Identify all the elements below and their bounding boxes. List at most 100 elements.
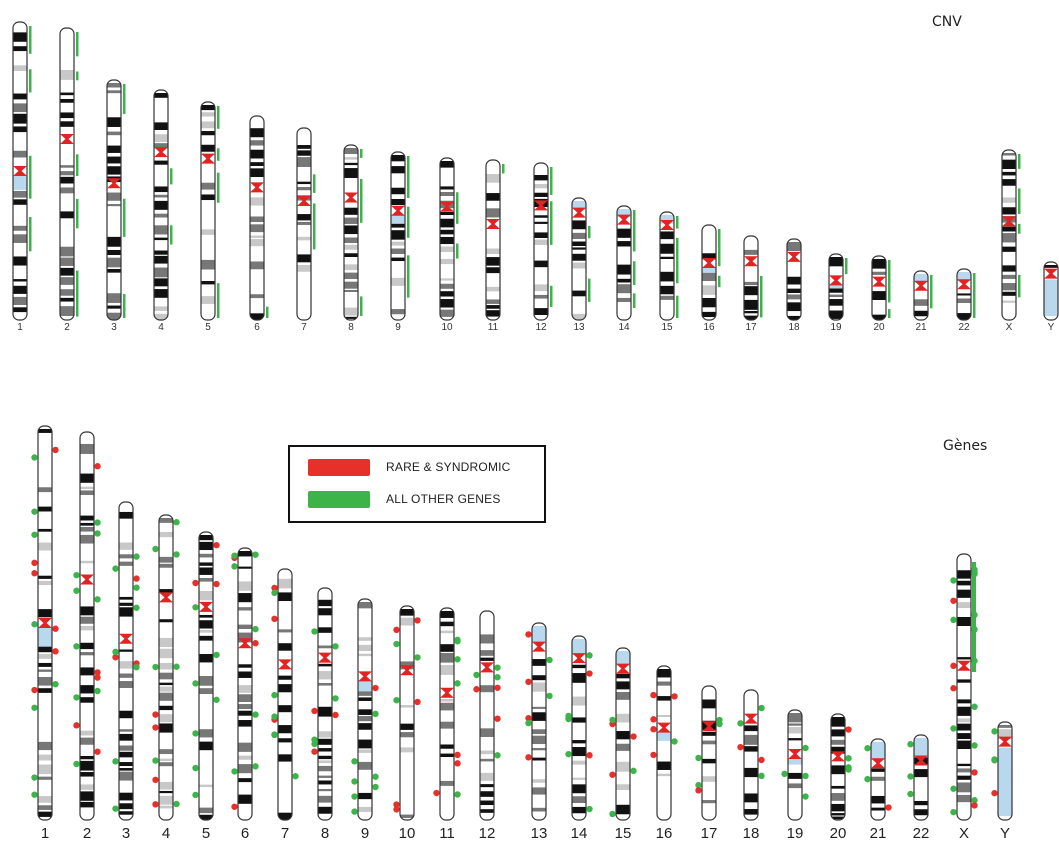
gene-marker-rare	[454, 751, 461, 759]
gene-marker-rare	[650, 716, 657, 723]
band	[38, 609, 52, 618]
gene-marker-rare	[52, 625, 59, 632]
band	[199, 591, 213, 601]
chromosome-label: 20	[873, 322, 885, 333]
heterochromatin-band	[617, 209, 631, 217]
band	[788, 738, 802, 741]
cnv-marker	[588, 278, 591, 302]
chromosome-21: 21	[913, 270, 933, 333]
band	[13, 65, 27, 71]
band	[238, 694, 252, 703]
band	[250, 224, 264, 233]
band	[872, 314, 886, 320]
band	[13, 46, 27, 52]
band	[60, 277, 74, 285]
band	[38, 506, 52, 512]
band	[572, 241, 586, 247]
gene-marker-rare	[94, 748, 101, 755]
cnv-marker	[588, 225, 591, 239]
cnv-marker	[845, 258, 848, 275]
chromosome-outline	[200, 101, 216, 321]
band	[250, 238, 264, 247]
band	[60, 112, 74, 119]
band	[702, 758, 716, 764]
band	[486, 310, 500, 317]
chromosome-label: 6	[254, 322, 260, 333]
band	[154, 289, 168, 298]
band	[13, 190, 27, 198]
chromosome-label: 14	[571, 825, 588, 842]
band	[480, 650, 494, 656]
band	[616, 692, 630, 700]
band	[572, 290, 586, 297]
gene-marker-other	[546, 656, 553, 664]
cnv-marker	[313, 174, 316, 193]
band	[616, 804, 630, 815]
gene-marker-other	[73, 643, 80, 650]
band	[13, 225, 27, 231]
chromosome-bands	[199, 532, 213, 820]
band	[702, 272, 716, 281]
cnv-marker	[76, 270, 79, 317]
band	[440, 780, 454, 786]
band	[787, 302, 801, 312]
band	[38, 741, 52, 751]
band	[199, 814, 213, 820]
band	[831, 717, 845, 727]
band	[250, 128, 264, 138]
gene-marker-other	[73, 760, 80, 768]
chromosome-outline	[956, 553, 972, 821]
band	[744, 767, 758, 778]
gene-marker-rare	[252, 640, 259, 647]
chromosome-bands	[80, 432, 94, 820]
gene-marker-other	[112, 758, 119, 765]
gene-marker-other	[31, 791, 38, 798]
band	[80, 737, 94, 745]
gene-marker-other	[73, 571, 80, 579]
cnv-marker	[123, 84, 126, 114]
band	[344, 281, 358, 289]
chromosome-label: 2	[64, 322, 70, 333]
gene-marker-other	[31, 454, 38, 461]
band	[80, 667, 94, 676]
cnv-marker	[676, 237, 679, 284]
band	[278, 684, 292, 693]
band	[60, 69, 74, 80]
band	[159, 749, 173, 755]
chromosome-outline	[870, 738, 886, 821]
band	[80, 616, 94, 624]
gene-marker-other	[971, 742, 978, 749]
gene-marker-rare	[31, 559, 38, 567]
cnv-marker	[633, 261, 636, 285]
band	[532, 729, 546, 735]
band	[297, 214, 311, 221]
chromosome-label: 1	[41, 825, 49, 842]
gene-marker-other	[737, 720, 744, 727]
gene-marker-other	[586, 652, 593, 659]
heterochromatin-band	[13, 175, 27, 190]
gene-marker-rare	[231, 803, 238, 810]
chromosome-label: X	[959, 825, 969, 842]
band	[154, 267, 168, 278]
band	[60, 165, 74, 168]
cnv-marker	[217, 106, 220, 129]
centromere-marker	[199, 601, 213, 612]
band	[119, 762, 133, 767]
chromosome-outline	[198, 531, 214, 821]
gene-marker-other	[173, 551, 180, 558]
band	[154, 225, 168, 235]
chromosome-bands	[914, 735, 928, 820]
gene-marker-other	[372, 783, 379, 791]
band	[250, 168, 264, 178]
centromere-marker	[80, 574, 94, 585]
gene-marker-rare	[213, 580, 220, 588]
chromosome-4: 4	[153, 89, 173, 333]
gene-marker-other	[173, 519, 180, 526]
band	[38, 776, 52, 780]
chromosome-outline	[616, 205, 632, 321]
band	[702, 699, 716, 709]
band	[80, 560, 94, 564]
band	[278, 578, 292, 589]
band	[831, 765, 845, 775]
